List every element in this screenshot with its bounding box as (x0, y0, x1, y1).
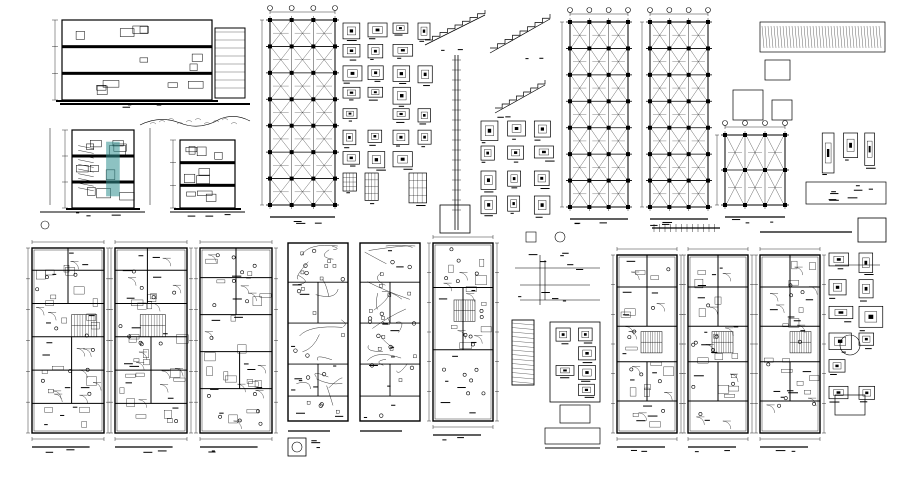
tank-details (555, 327, 596, 398)
distribution-plan-3 (754, 247, 826, 452)
misc-details-notes (834, 264, 880, 416)
slab-plan-3 (715, 120, 789, 224)
floor-plan-3 (194, 240, 278, 453)
floor-plan-2 (109, 240, 193, 453)
stair-section-details (480, 120, 555, 218)
electrical-plan-2 (359, 242, 421, 432)
foundation-plan (260, 5, 339, 224)
electrical-plan-1 (287, 242, 349, 432)
footing-grid-details (342, 172, 427, 207)
stair-details-3 (494, 80, 546, 118)
column-details (342, 22, 433, 171)
stair-details-2 (489, 14, 551, 60)
distribution-plan-1 (611, 247, 683, 452)
stair-details (424, 10, 486, 51)
hill-profile (40, 116, 251, 230)
distribution-plan-2 (682, 247, 754, 453)
section-a (52, 19, 218, 108)
slab-plan-1 (560, 7, 632, 225)
tank-details-frame (544, 321, 601, 449)
vertical-riser (439, 55, 471, 234)
orientation-detail (287, 437, 321, 457)
riser-diagram (511, 231, 600, 386)
section-b (62, 129, 140, 217)
beam-sections (821, 132, 876, 176)
facade (170, 139, 241, 217)
slab-detail-legend (652, 21, 887, 243)
floor-plan-1 (26, 240, 110, 453)
plumbing-plan (427, 235, 499, 441)
slab-plan-2 (640, 7, 712, 226)
section-a-annex (60, 27, 250, 105)
misc-details (828, 252, 884, 403)
